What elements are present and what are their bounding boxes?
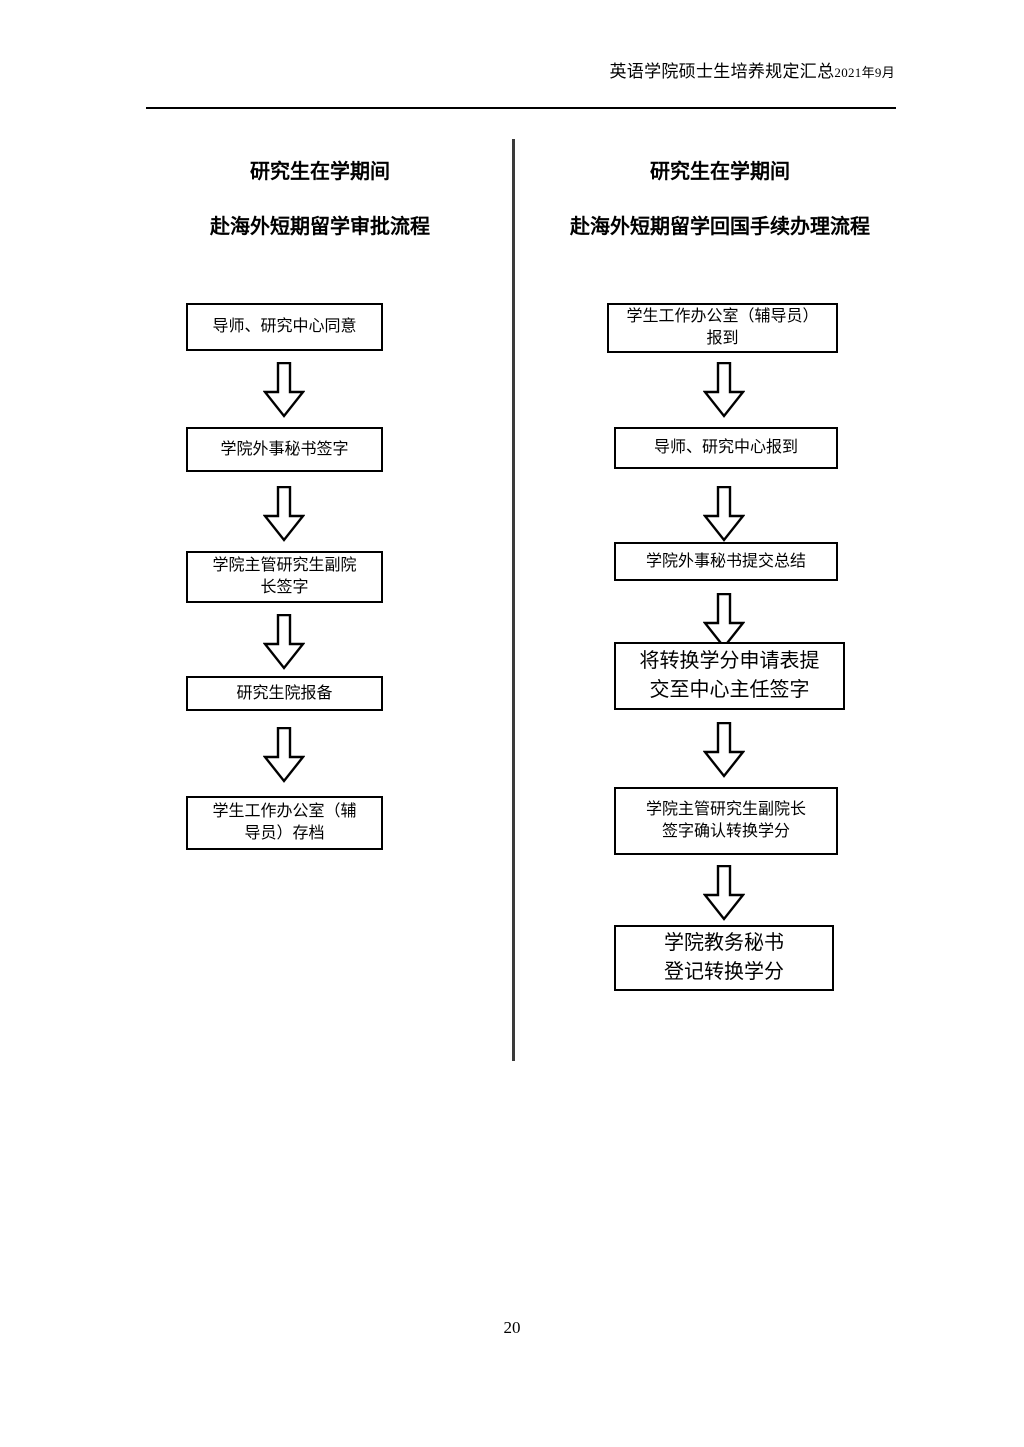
right-flow-step-4: 将转换学分申请表提 交至中心主任签字 <box>614 642 845 710</box>
left-flow-step-3: 学院主管研究生副院 长签字 <box>186 551 383 603</box>
left-arrow-down-4 <box>263 727 305 783</box>
page-header: 英语学院硕士生培养规定汇总2021年9月 <box>145 62 895 82</box>
right-flow-step-1: 学生工作办公室（辅导员） 报到 <box>607 303 838 353</box>
right-arrow-down-2 <box>703 486 745 542</box>
left-flow-step-4: 研究生院报备 <box>186 676 383 711</box>
left-flow-title: 研究生在学期间 赴海外短期留学审批流程 <box>155 160 485 240</box>
page-number: 20 <box>503 1318 521 1337</box>
left-title-line1: 研究生在学期间 <box>250 161 390 183</box>
right-arrow-down-5 <box>703 865 745 921</box>
header-rule <box>146 107 896 109</box>
right-arrow-down-3 <box>703 593 745 649</box>
right-title-line1: 研究生在学期间 <box>650 161 790 183</box>
right-arrow-down-4 <box>703 722 745 778</box>
left-flow-step-2: 学院外事秘书签字 <box>186 427 383 472</box>
left-flow-step-5: 学生工作办公室（辅 导员）存档 <box>186 796 383 850</box>
left-title-line2: 赴海外短期留学审批流程 <box>210 216 430 238</box>
right-flow-title: 研究生在学期间 赴海外短期留学回国手续办理流程 <box>540 160 900 240</box>
column-divider <box>512 139 515 1061</box>
right-flow-step-5: 学院主管研究生副院长 签字确认转换学分 <box>614 787 838 855</box>
right-arrow-down-1 <box>703 362 745 418</box>
right-flow-step-3: 学院外事秘书提交总结 <box>614 542 838 581</box>
header-date: 2021年9月 <box>834 65 895 80</box>
left-arrow-down-3 <box>263 614 305 670</box>
right-title-line2: 赴海外短期留学回国手续办理流程 <box>570 216 870 238</box>
left-arrow-down-1 <box>263 362 305 418</box>
left-flow-step-1: 导师、研究中心同意 <box>186 303 383 351</box>
right-flow-step-6: 学院教务秘书 登记转换学分 <box>614 925 834 991</box>
header-title: 英语学院硕士生培养规定汇总 <box>609 62 835 81</box>
left-arrow-down-2 <box>263 486 305 542</box>
right-flow-step-2: 导师、研究中心报到 <box>614 427 838 469</box>
